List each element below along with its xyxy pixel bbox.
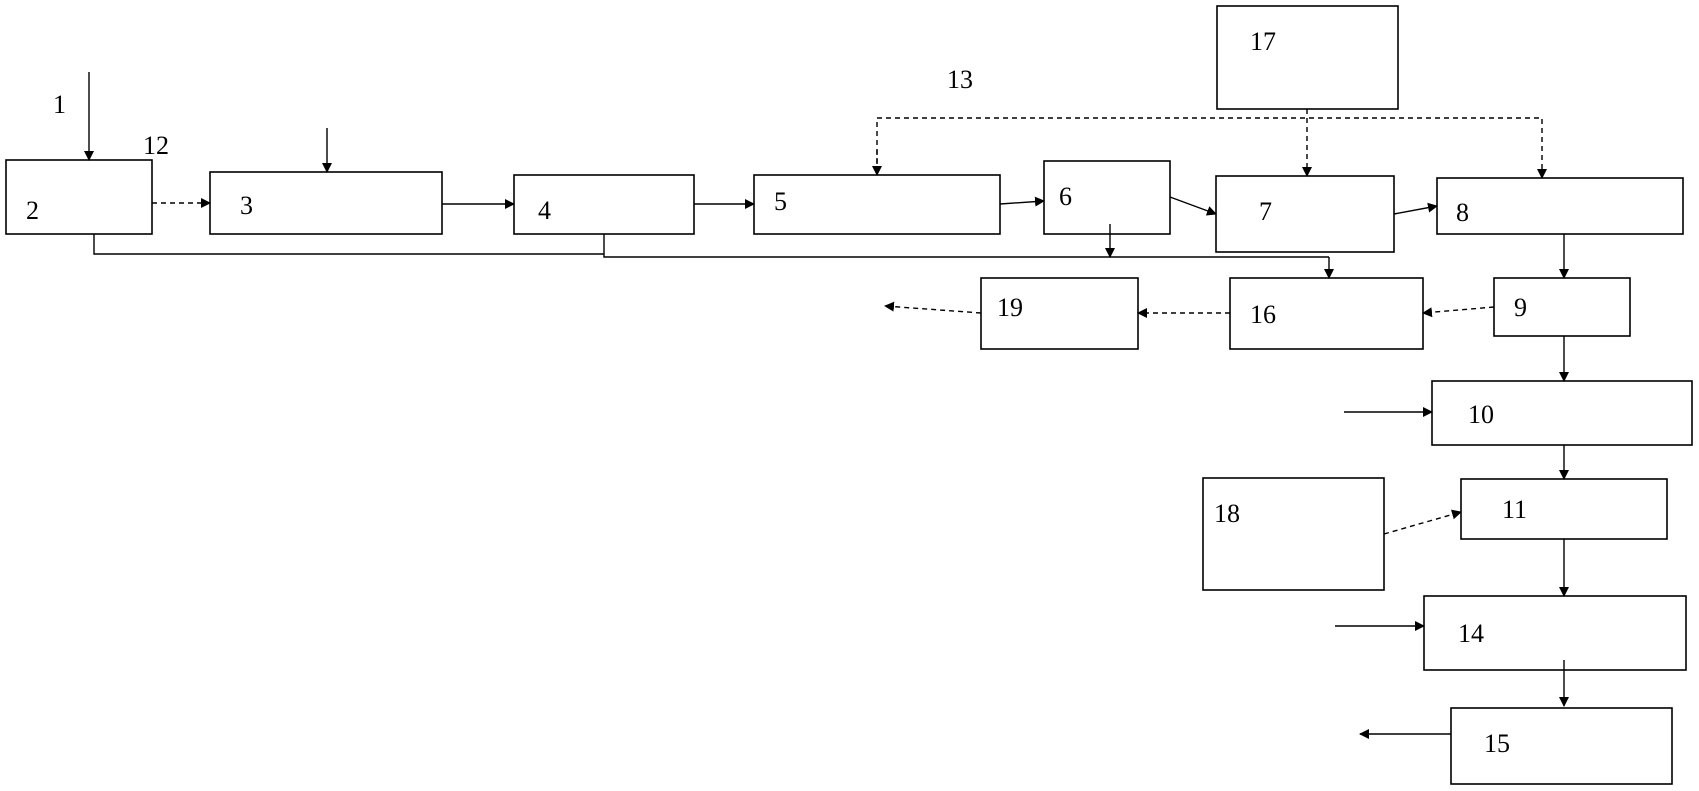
box-4-label: 4: [538, 196, 551, 225]
box-19-label: 19: [997, 293, 1023, 322]
arrow-6-to-7: [1169, 196, 1217, 216]
box-7-label: 7: [1259, 197, 1272, 226]
box-14: 14: [1423, 595, 1687, 671]
dashed-arrow-19-out: [884, 301, 982, 314]
dashed-line-13: [876, 117, 1547, 179]
arrow-7-to-8: [1393, 202, 1438, 215]
box-6: 6: [1043, 160, 1171, 235]
box-2-label: 2: [26, 196, 39, 225]
box-8: 8: [1436, 177, 1684, 235]
box-5-label: 5: [774, 187, 787, 216]
box-3: 3: [209, 171, 443, 235]
box-10-label: 10: [1468, 400, 1494, 429]
box-10: 10: [1431, 380, 1693, 446]
box-17: 17: [1216, 5, 1399, 110]
box-4: 4: [513, 174, 695, 235]
box-19: 19: [980, 277, 1139, 350]
box-16: 16: [1229, 277, 1424, 350]
box-3-label: 3: [240, 191, 253, 220]
box-11: 11: [1460, 478, 1668, 540]
annotation-13: 13: [947, 65, 973, 94]
box-18: 18: [1202, 477, 1385, 591]
box-15: 15: [1450, 707, 1673, 785]
box-18-label: 18: [1214, 499, 1240, 528]
box-16-label: 16: [1250, 300, 1276, 329]
dashed-arrow-9-to-16: [1422, 306, 1495, 318]
dashed-arrow-18-to-11: [1383, 509, 1462, 535]
box-6-label: 6: [1059, 182, 1072, 211]
box-9: 9: [1493, 277, 1631, 337]
box-2: 2: [5, 159, 153, 235]
arrow-5-to-6: [999, 196, 1045, 207]
annotation-1: 1: [53, 90, 66, 119]
box-14-label: 14: [1458, 619, 1484, 648]
box-11-label: 11: [1502, 495, 1527, 524]
annotation-12: 12: [143, 131, 169, 160]
box-8-label: 8: [1456, 198, 1469, 227]
line-from-2: [93, 234, 604, 255]
box-5: 5: [753, 174, 1001, 235]
line-from-4: [603, 234, 1329, 258]
box-9-label: 9: [1514, 293, 1527, 322]
box-15-label: 15: [1484, 729, 1510, 758]
box-17-label: 17: [1250, 27, 1276, 56]
box-7: 7: [1215, 175, 1395, 253]
